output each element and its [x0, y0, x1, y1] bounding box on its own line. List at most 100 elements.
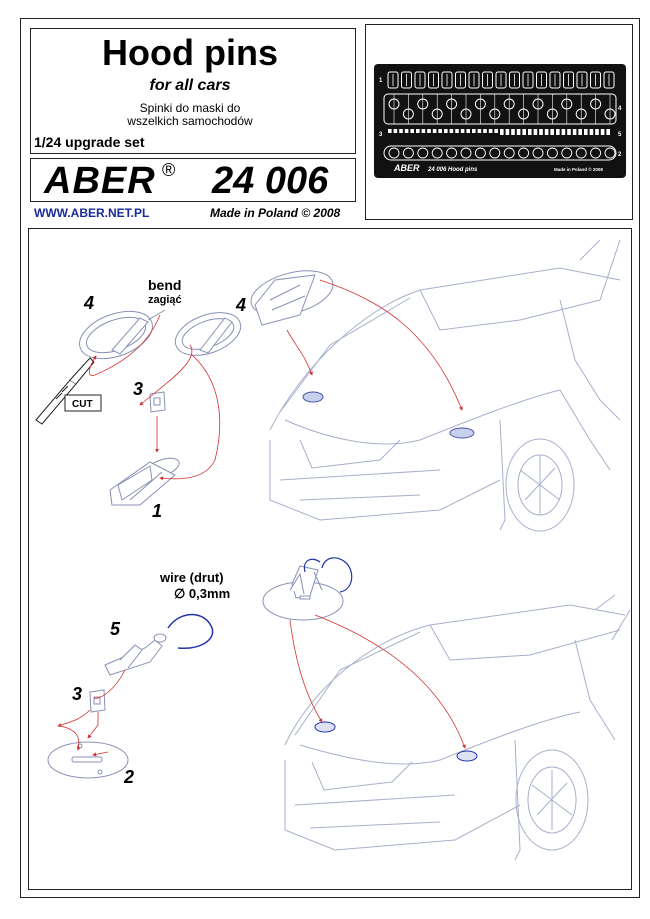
fret-part-5 — [595, 129, 599, 135]
fret-part-2 — [489, 147, 501, 159]
fret-part-2 — [532, 147, 544, 159]
fret-part-5 — [600, 129, 605, 135]
polish-title-line2: wszelkich samochodów — [127, 114, 253, 128]
fret-part-1 — [536, 71, 547, 89]
part-3-top — [149, 391, 166, 413]
fret-part-5 — [516, 129, 521, 135]
fret-part-1 — [549, 71, 561, 89]
step-label-4-right: 4 — [235, 295, 246, 315]
fret-part-5 — [550, 129, 554, 135]
fret-part-1 — [414, 71, 426, 89]
fret-part-1 — [603, 71, 615, 89]
fret-part-2 — [590, 147, 602, 159]
fret-part-3 — [404, 129, 409, 133]
fret-row-number-3: 3 — [379, 132, 383, 138]
fret-part-3 — [494, 129, 498, 133]
fret-part-3 — [427, 129, 431, 133]
fret-part-1 — [522, 71, 534, 89]
page-title: Hood pins — [102, 32, 278, 73]
fret-part-2 — [388, 147, 400, 159]
page-frame — [20, 18, 640, 898]
part-2-disc-detail — [262, 565, 344, 621]
step-label-5: 5 — [110, 619, 121, 639]
product-number: 24 006 — [212, 160, 329, 202]
fret-part-3 — [432, 129, 437, 133]
fret-part-3 — [477, 129, 482, 133]
fret-part-2 — [503, 147, 515, 159]
red-guide-lines-bottom — [57, 614, 466, 757]
bend-label-polish: zagiąć — [148, 294, 182, 306]
wire-size-label: ∅ 0,3mm — [174, 586, 230, 601]
fret-part-1 — [576, 71, 588, 89]
part-4-right — [174, 312, 242, 356]
fret-part-3 — [444, 129, 448, 133]
fret-part-5 — [533, 129, 538, 135]
fret-part-3 — [388, 129, 392, 133]
fret-part-5 — [584, 129, 588, 135]
fret-part-3 — [416, 129, 420, 133]
fret-part-2 — [446, 147, 458, 159]
made-in-poland: Made in Poland © 2008 — [210, 206, 341, 220]
wire-label: wire (drut) — [159, 570, 224, 585]
fret-part-3 — [455, 129, 459, 133]
wire-loop-part-5 — [167, 613, 214, 649]
fret-part-5 — [606, 129, 610, 135]
website-link[interactable]: WWW.ABER.NET.PL — [34, 206, 150, 220]
fret-row-number-1: 1 — [379, 78, 383, 84]
instructions-box — [28, 228, 632, 890]
brand-logo: ABER — [44, 160, 156, 202]
fret-part-1 — [441, 71, 453, 89]
fret-product-label: 24 006 Hood pins — [427, 167, 478, 173]
fret-part-2 — [402, 147, 414, 159]
fret-part-3 — [466, 129, 470, 133]
part-1 — [109, 457, 180, 506]
fret-preview-box — [365, 24, 633, 220]
fret-part-3 — [472, 129, 476, 133]
bend-label: bend — [148, 277, 181, 293]
part-4-bent-detail — [250, 270, 334, 326]
fret-part-3 — [488, 129, 493, 133]
fret-part-5 — [539, 129, 543, 135]
photo-etch-fret: 1 4 3 5 2 ABER 24 006 Hood pins Made in … — [374, 64, 626, 178]
fret-part-2 — [518, 147, 530, 159]
fret-part-5 — [544, 129, 549, 135]
fret-row-number-4: 4 — [618, 106, 622, 112]
car-drawing-top — [269, 239, 621, 532]
cut-label: CUT — [72, 399, 93, 410]
fret-part-3 — [410, 129, 414, 133]
fret-brand-label: ABER — [393, 163, 420, 173]
part-3-bottom — [89, 689, 106, 713]
fret-part-5 — [572, 129, 577, 135]
fret-part-1 — [455, 71, 466, 89]
fret-part-3 — [421, 129, 426, 133]
fret-part-1 — [590, 71, 601, 89]
scale-set-label: 1/24 upgrade set — [34, 134, 145, 150]
wire-loop-detail — [321, 557, 353, 593]
fret-part-1 — [401, 71, 412, 89]
part-2 — [47, 741, 129, 779]
title-box — [30, 28, 356, 154]
fret-part-3 — [460, 129, 465, 133]
hood-pin-installed-bottom — [314, 721, 478, 762]
fret-part-5 — [505, 129, 510, 135]
fret-part-3 — [449, 129, 454, 133]
fret-part-5 — [589, 129, 594, 135]
step-label-1: 1 — [152, 501, 162, 521]
step-label-3-top: 3 — [133, 379, 143, 399]
fret-part-2 — [474, 147, 486, 159]
cut-label-box — [64, 394, 102, 412]
wire-loop-detail-2 — [303, 558, 321, 573]
fret-part-2 — [431, 147, 443, 159]
fret-part-3 — [438, 129, 442, 133]
step-label-4-left: 4 — [83, 293, 94, 313]
fret-row-number-2: 2 — [618, 152, 622, 158]
fret-part-2 — [546, 147, 558, 159]
fret-part-1 — [387, 71, 399, 89]
fret-part-1 — [563, 71, 574, 89]
part-5 — [104, 633, 167, 676]
fret-part-1 — [482, 71, 493, 89]
fret-part-5 — [511, 129, 515, 135]
fret-part-1 — [495, 71, 507, 89]
fret-part-2 — [604, 147, 616, 159]
fret-part-5 — [500, 129, 504, 135]
